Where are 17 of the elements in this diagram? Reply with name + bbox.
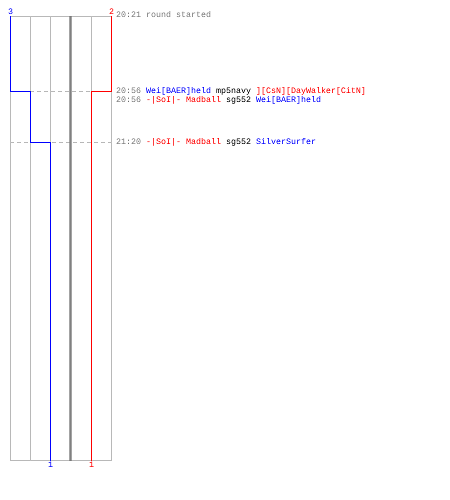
weapon-name: sg552 (226, 138, 251, 147)
player-name: Wei[BAER]held (256, 96, 321, 104)
player-name: -|SoI|- Madball (146, 96, 221, 104)
timestamp: 21:20 (116, 138, 141, 147)
weapon-name: sg552 (226, 96, 251, 104)
player-count: 1 (48, 460, 53, 470)
player-count: 3 (8, 8, 13, 16)
timestamp: 20:56 (116, 87, 141, 96)
player-count: 1 (89, 460, 94, 470)
event-text: 20:21 round started (116, 11, 211, 20)
player-count: 2 (109, 8, 114, 16)
player-name: SilverSurfer (256, 138, 316, 147)
weapon-name: mp5navy (216, 87, 251, 96)
timestamp: 20:56 (116, 96, 141, 104)
player-name: Wei[BAER]held (146, 87, 211, 96)
player-name: ][CsN][DayWalker[CitN] (256, 87, 366, 96)
player-name: -|SoI|- Madball (146, 138, 221, 147)
